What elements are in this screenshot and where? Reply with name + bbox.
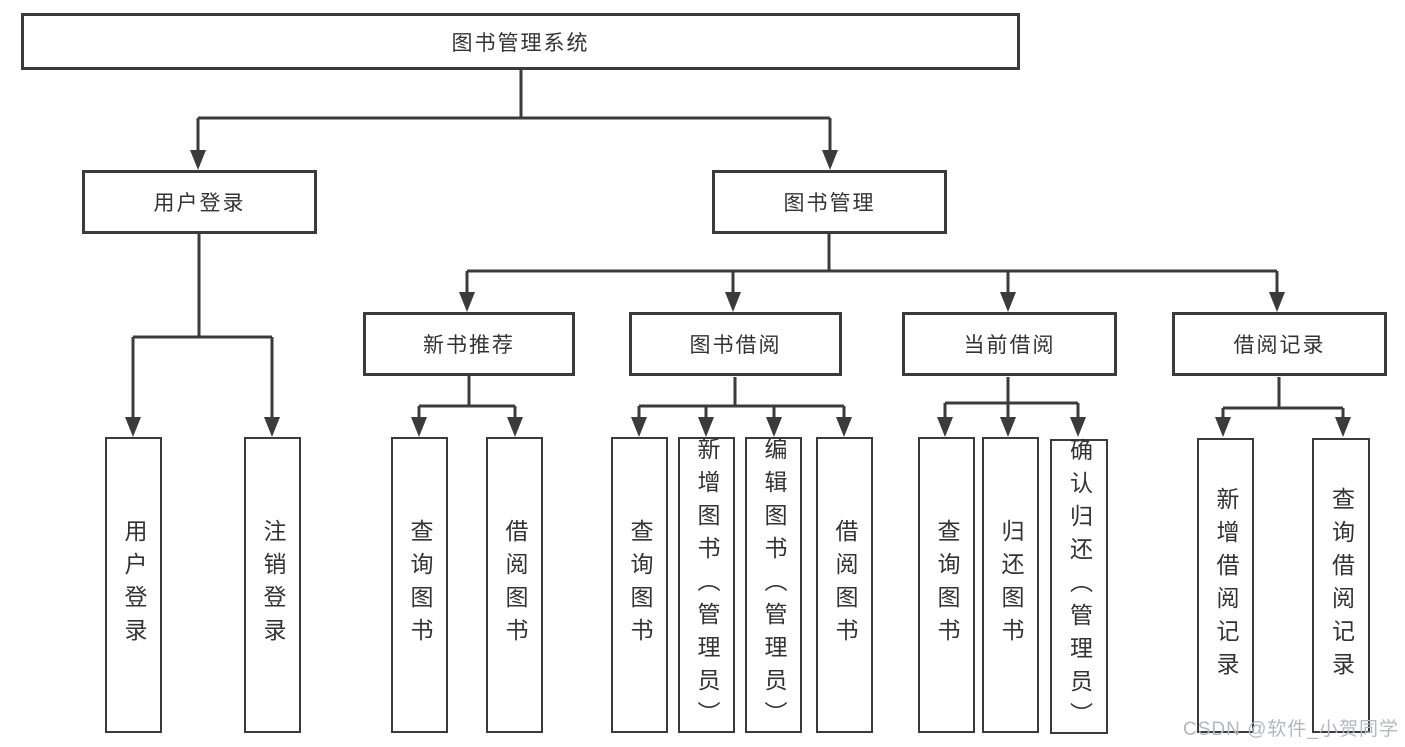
csdn-watermark: CSDN @软件_小贺同学	[1183, 719, 1399, 740]
node-leaf-borrow-books-borrowing: 借阅图书	[816, 437, 873, 733]
node-leaf-confirm-return-admin: 确认归还（管理员）	[1050, 438, 1108, 735]
node-leaf-confirm-return-admin-label: 确认归还（管理员）	[1066, 438, 1093, 735]
node-user-login: 用户登录	[82, 170, 317, 234]
node-borrowing-records: 借阅记录	[1172, 312, 1387, 376]
arrowheads	[125, 150, 1351, 437]
node-current-borrowing: 当前借阅	[902, 312, 1117, 376]
node-leaf-edit-book-admin: 编辑图书（管理员）	[745, 436, 802, 734]
node-leaf-return-books-label: 归还图书	[998, 519, 1024, 651]
node-leaf-logout-label: 注销登录	[260, 519, 286, 651]
node-root-label: 图书管理系统	[451, 31, 590, 55]
node-borrowing-records-label: 借阅记录	[1233, 334, 1326, 357]
node-leaf-borrow-books-recommend-label: 借阅图书	[502, 519, 528, 651]
node-leaf-add-borrow-record-label: 新增借阅记录	[1213, 486, 1239, 685]
node-book-management: 图书管理	[712, 170, 947, 234]
node-leaf-return-books: 归还图书	[982, 437, 1039, 733]
node-current-borrowing-label: 当前借阅	[963, 334, 1056, 357]
node-book-management-label: 图书管理	[783, 192, 876, 215]
node-leaf-query-books-current: 查询图书	[918, 437, 975, 733]
node-root: 图书管理系统	[21, 13, 1020, 70]
node-leaf-borrow-books-borrowing-label: 借阅图书	[832, 519, 858, 651]
node-leaf-add-borrow-record: 新增借阅记录	[1197, 438, 1254, 733]
node-book-borrowing: 图书借阅	[629, 312, 842, 376]
node-book-borrowing-label: 图书借阅	[689, 334, 782, 357]
node-leaf-add-book-admin: 新增图书（管理员）	[678, 436, 735, 734]
node-leaf-logout: 注销登录	[244, 437, 301, 733]
node-leaf-query-books-recommend: 查询图书	[391, 437, 448, 733]
node-leaf-query-books-recommend-label: 查询图书	[407, 519, 433, 651]
node-leaf-borrow-books-recommend: 借阅图书	[486, 437, 543, 733]
node-leaf-user-login: 用户登录	[105, 437, 162, 733]
node-new-book-recommend: 新书推荐	[363, 312, 575, 376]
node-leaf-query-books-borrowing: 查询图书	[611, 437, 668, 733]
node-user-login-label: 用户登录	[153, 192, 246, 215]
node-leaf-query-borrow-record: 查询借阅记录	[1312, 438, 1370, 733]
node-leaf-user-login-label: 用户登录	[121, 519, 147, 651]
node-leaf-query-books-borrowing-label: 查询图书	[627, 519, 653, 651]
node-leaf-query-books-current-label: 查询图书	[934, 519, 960, 651]
node-leaf-add-book-admin-label: 新增图书（管理员）	[694, 436, 720, 734]
node-leaf-edit-book-admin-label: 编辑图书（管理员）	[761, 436, 787, 734]
node-new-book-recommend-label: 新书推荐	[423, 334, 515, 357]
node-leaf-query-borrow-record-label: 查询借阅记录	[1328, 486, 1355, 685]
